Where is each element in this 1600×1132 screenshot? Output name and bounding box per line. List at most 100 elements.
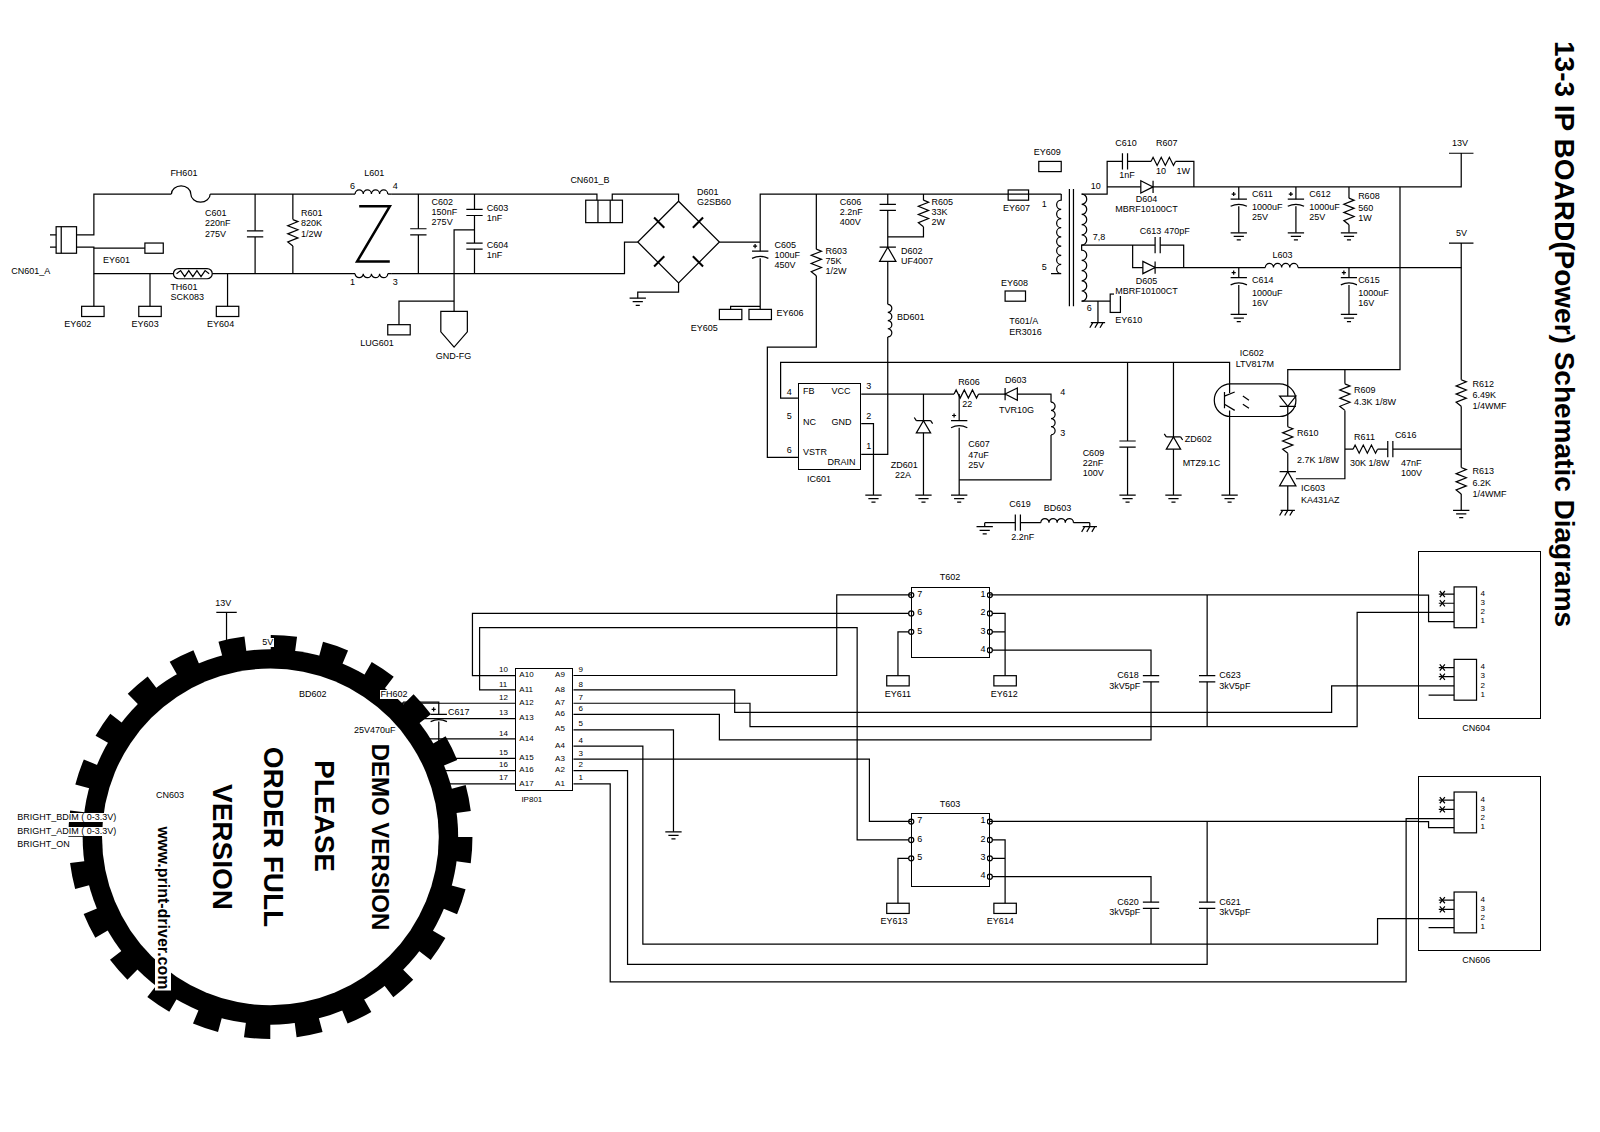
schematic-stroke (1214, 384, 1296, 417)
schematic-stroke (431, 707, 447, 721)
part-label: 47nF (1400, 459, 1423, 468)
schematic-stroke (288, 220, 298, 247)
schematic-stroke (987, 874, 992, 879)
part-label: C601 (204, 209, 228, 218)
schematic-stroke (1231, 192, 1247, 206)
part-label: 4 (1480, 796, 1486, 804)
part-label: 11 (498, 681, 508, 689)
part-label: 6 (578, 705, 584, 713)
part-label: C617 (447, 708, 471, 717)
schematic-stroke (909, 593, 993, 880)
part-label: C605 (773, 241, 797, 250)
pin-name: A9 (555, 671, 565, 679)
schematic-stroke (1110, 294, 1120, 312)
part-label: 17 (498, 774, 509, 782)
part-label: MTZ9.1C (1182, 459, 1222, 468)
part-label: EY614 (986, 917, 1015, 926)
part-label: 6 (916, 608, 923, 617)
part-label: 22A (894, 471, 912, 480)
part-label: C614 (1251, 276, 1275, 285)
schematic-stroke (1082, 527, 1097, 532)
schematic-stroke (441, 311, 468, 347)
schematic-stroke (1164, 434, 1182, 449)
part-label: TH601 (169, 283, 198, 292)
part-label: 5 (578, 720, 584, 728)
part-label: 16 (498, 761, 509, 769)
schematic-stroke (1231, 233, 1247, 240)
part-label: C623 (1218, 671, 1242, 680)
part-label: 4 (1059, 388, 1066, 397)
schematic-stroke (954, 390, 978, 398)
pin-name: A12 (519, 699, 533, 707)
part-label: 1/4WMF (1471, 402, 1507, 411)
part-label: 4 (1480, 590, 1486, 598)
schematic-stroke (880, 247, 896, 261)
part-label: 4 (1480, 896, 1486, 904)
schematic-stroke (247, 231, 263, 237)
pin-name: A10 (519, 671, 533, 679)
part-label: C610 (1114, 139, 1138, 148)
part-label: 16V (1357, 299, 1375, 308)
part-label: 22nF (1082, 459, 1105, 468)
schematic-stroke (1224, 388, 1248, 495)
pin-name: VCC (832, 387, 851, 396)
part-label: 1nF (1118, 171, 1136, 180)
schematic-stroke (1348, 268, 1349, 315)
schematic-stroke (1141, 181, 1153, 193)
part-label: 4 (578, 737, 584, 745)
part-label: BRIGHT_ADIM ( 0-3.3V) (16, 827, 117, 836)
schematic-stroke (1280, 386, 1296, 427)
pin-name: NC (803, 418, 816, 427)
part-label: 3 (1480, 905, 1486, 913)
part-label: MBRF10100CT (1114, 287, 1179, 296)
part-label: R609 (1353, 386, 1377, 395)
part-label: 5V (261, 638, 274, 647)
part-label: 220nF (204, 219, 232, 228)
schematic-stroke (1238, 187, 1239, 233)
schematic-stroke (985, 523, 1090, 527)
part-label: UF4007 (900, 257, 934, 266)
part-label: 6.49K (1471, 391, 1497, 400)
schematic-stroke (887, 676, 909, 686)
part-label: 3 (1059, 429, 1066, 438)
part-label: 5V (1455, 229, 1468, 238)
schematic-stroke (1280, 510, 1295, 515)
part-label: 1000uF (1251, 289, 1284, 298)
part-label: 25V (967, 461, 985, 470)
part-label: 3kV5pF (1218, 908, 1251, 917)
part-label: ER3016 (1008, 328, 1043, 337)
part-label: 10 (1090, 182, 1102, 191)
part-label: 1 (1480, 923, 1486, 931)
schematic-stroke (638, 283, 679, 298)
connector-ic-box: A10A11A12A13A14A15A16A17A9A8A7A6A5A4A3A2… (515, 668, 573, 790)
part-label: 2 (865, 412, 872, 421)
part-label: 275V (431, 218, 454, 227)
schematic-stroke (56, 227, 76, 254)
schematic-stroke (1143, 676, 1159, 682)
part-label: 560 (1357, 204, 1374, 213)
schematic-stroke (990, 595, 1207, 727)
part-label: MBRF10100CT (1114, 205, 1179, 214)
part-label: R608 (1357, 192, 1381, 201)
schematic-stroke (1341, 233, 1357, 240)
part-label: C611 (1251, 190, 1274, 199)
part-label: EY601 (102, 256, 131, 265)
part-label: 4 (392, 182, 399, 191)
part-label: 13V (214, 599, 232, 608)
part-label: C603 (486, 204, 510, 213)
pin-name: A11 (519, 686, 533, 694)
part-label: 16V (1251, 299, 1269, 308)
part-label: 13 (498, 709, 509, 717)
part-label: 3 (1480, 805, 1486, 813)
part-label: BD602 (298, 690, 328, 699)
pin-name: CN604 (1462, 724, 1490, 733)
schematic-stroke (149, 274, 150, 307)
pin-name: CN606 (1462, 956, 1490, 965)
schematic-stroke (811, 249, 821, 276)
schematic-stroke (355, 190, 388, 194)
part-label: EY610 (1114, 316, 1143, 325)
part-label: 8 (578, 681, 584, 689)
part-label: 13V (1451, 139, 1469, 148)
schematic-stroke (1238, 268, 1239, 315)
